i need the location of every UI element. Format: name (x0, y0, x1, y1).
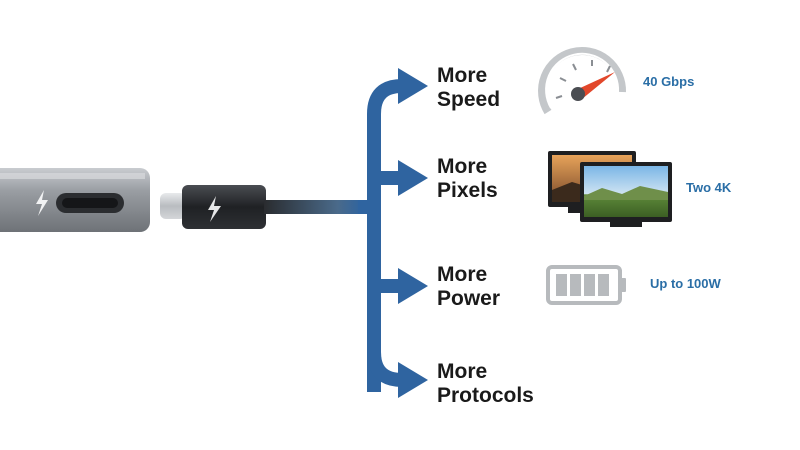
benefit-protocols-label: More Protocols (437, 360, 534, 408)
arrowhead-speed (398, 68, 428, 104)
branch-arrows (358, 68, 428, 398)
pixels-value: Two 4K (686, 180, 732, 195)
benefit-pixels-line2: Pixels (437, 179, 498, 202)
thunderbolt-connector-icon (182, 185, 266, 229)
thunderbolt-bolt-icon (36, 190, 48, 216)
benefit-pixels-line1: More (437, 155, 488, 178)
speedometer-icon (538, 47, 627, 115)
arrowhead-pixels (398, 160, 428, 196)
power-value: Up to 100W (650, 276, 721, 291)
connector-tip (160, 193, 186, 219)
benefit-power-line1: More (437, 263, 488, 286)
benefit-pixels-label: More Pixels (437, 155, 498, 203)
laptop-port-icon (0, 168, 150, 232)
cable (264, 200, 362, 214)
benefit-speed-line1: More (437, 64, 488, 87)
benefit-protocols-line2: Protocols (437, 384, 534, 407)
benefit-power-line2: Power (437, 287, 501, 310)
benefit-protocols-line1: More (437, 360, 488, 383)
benefit-speed-label: More Speed (437, 64, 500, 112)
battery-icon (546, 265, 626, 305)
benefit-power-label: More Power (437, 263, 500, 311)
speed-value: 40 Gbps (643, 74, 695, 89)
arrowhead-power (398, 268, 428, 304)
arrowhead-protocols (398, 362, 428, 398)
dual-monitor-icon (548, 151, 672, 227)
benefit-speed-line2: Speed (437, 88, 501, 111)
